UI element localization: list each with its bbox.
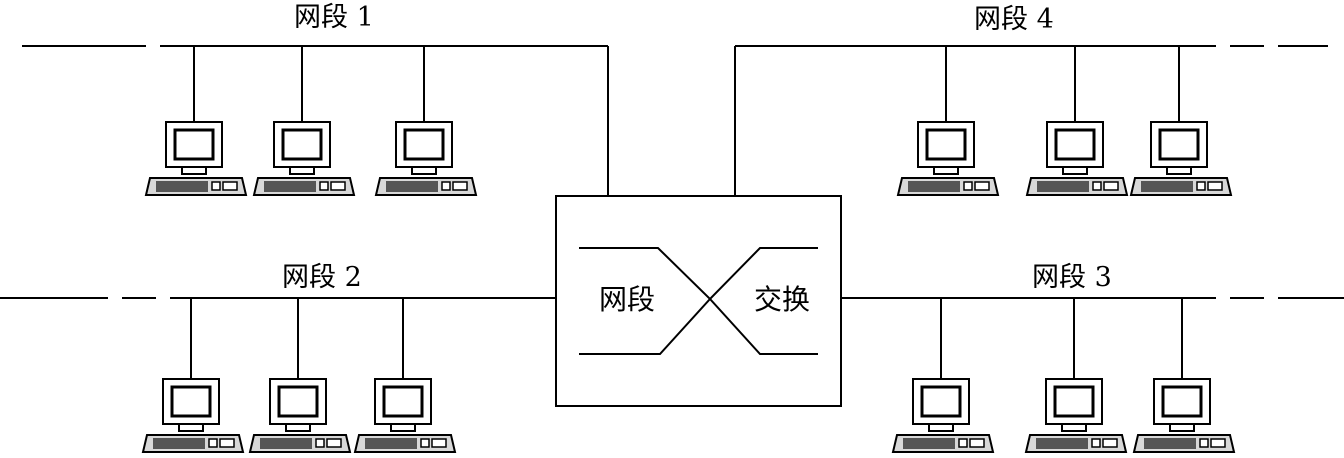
computer-icon bbox=[891, 377, 995, 454]
computer-icon bbox=[1025, 120, 1129, 197]
segment-3-network: 网段 3 bbox=[841, 262, 1344, 454]
computer-icon bbox=[353, 377, 457, 454]
segment-switch: 网段 交换 bbox=[555, 195, 842, 407]
computer-icon bbox=[374, 120, 478, 197]
segment-4-network: 网段 4 bbox=[734, 4, 1328, 197]
computer-icon bbox=[252, 120, 356, 197]
computer-icon bbox=[144, 120, 248, 197]
segment-1-label: 网段 1 bbox=[294, 2, 374, 33]
segment-3-label: 网段 3 bbox=[1032, 262, 1112, 293]
segment-4-label: 网段 4 bbox=[974, 4, 1054, 35]
segment-2-label: 网段 2 bbox=[282, 262, 362, 293]
segment-2-network: 网段 2 bbox=[0, 262, 556, 454]
switch-right-label: 交换 bbox=[754, 283, 810, 316]
segment-1-network: 网段 1 bbox=[22, 2, 609, 197]
computer-icon bbox=[248, 377, 352, 454]
computer-icon bbox=[896, 120, 1000, 197]
computer-icon bbox=[1129, 120, 1233, 197]
computer-icon bbox=[1132, 377, 1236, 454]
computer-icon bbox=[1024, 377, 1128, 454]
computer-icon bbox=[141, 377, 245, 454]
switch-left-label: 网段 bbox=[599, 283, 655, 316]
